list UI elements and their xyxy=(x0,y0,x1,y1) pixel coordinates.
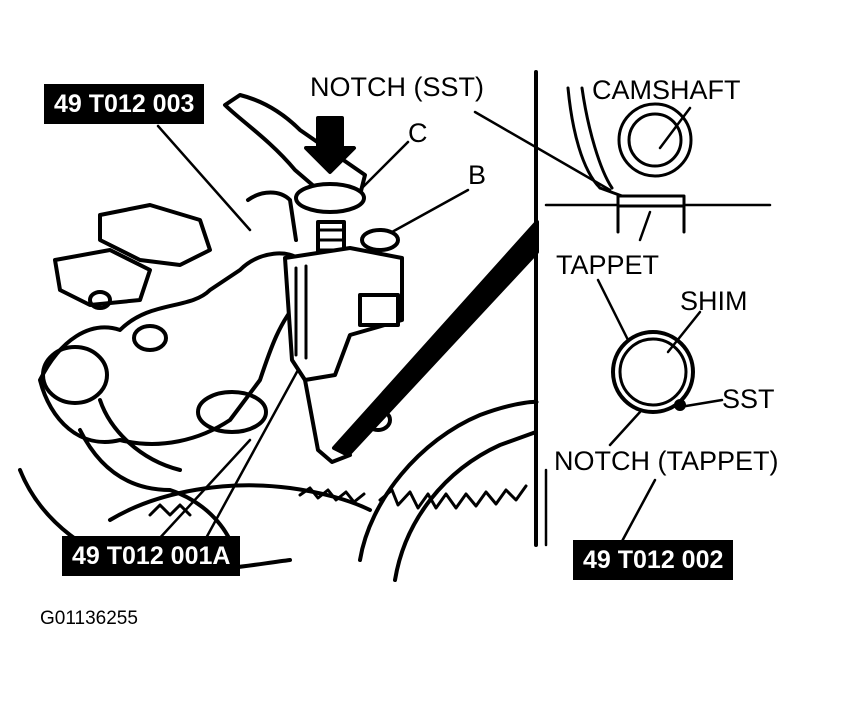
label-camshaft: CAMSHAFT xyxy=(592,75,741,105)
label-notch-tappet: NOTCH (TAPPET) xyxy=(554,446,779,476)
callout-49-t012-001a: 49 T012 001A xyxy=(62,536,241,576)
gear-large xyxy=(358,399,539,562)
label-shim: SHIM xyxy=(680,286,748,316)
tappet-top-view xyxy=(611,330,695,414)
label-b: B xyxy=(468,160,487,190)
screwdriver-shaft xyxy=(332,220,539,457)
camshaft-circle xyxy=(617,102,693,178)
clamp-body xyxy=(283,246,404,382)
figure-id: G01136255 xyxy=(40,608,138,629)
label-sst: SST xyxy=(722,384,775,414)
press-arrow xyxy=(304,116,356,174)
label-c: C xyxy=(408,118,428,148)
label-notch-sst: NOTCH (SST) xyxy=(310,72,484,102)
tappet-shim xyxy=(616,194,686,208)
callout-49-t012-003: 49 T012 003 xyxy=(44,84,205,124)
callout-49-t012-002: 49 T012 002 xyxy=(573,540,734,580)
label-tappet: TAPPET xyxy=(556,250,660,280)
